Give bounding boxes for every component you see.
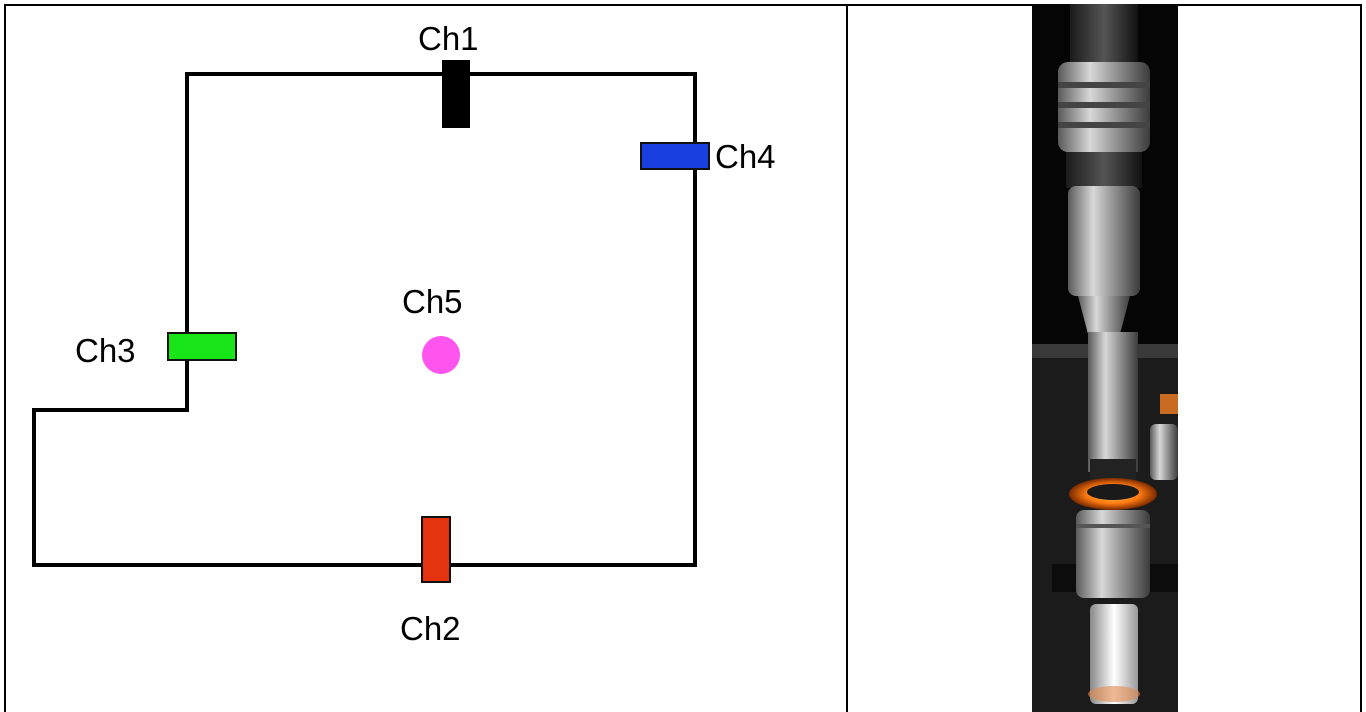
ch4-label: Ch4 — [715, 138, 776, 175]
ch2-label: Ch2 — [400, 610, 461, 647]
table-border-top — [4, 4, 1362, 6]
probe-photo — [1032, 4, 1178, 712]
ch5-sensor — [422, 336, 460, 374]
ch1-label: Ch1 — [418, 20, 479, 57]
table-border-right — [1360, 4, 1362, 712]
ch5-label: Ch5 — [402, 283, 463, 320]
ch3-sensor — [167, 332, 237, 361]
ch2-sensor — [421, 516, 451, 583]
ch4-sensor — [640, 142, 710, 170]
table-border-middle — [846, 4, 848, 712]
ch3-label: Ch3 — [75, 332, 136, 369]
panel-outline — [32, 72, 697, 567]
channel-diagram: Ch1 Ch4 Ch5 Ch3 Ch2 — [32, 20, 776, 647]
ch1-sensor — [442, 60, 470, 128]
probe-photo-illustration — [1032, 4, 1178, 712]
table-border-left — [4, 4, 6, 712]
